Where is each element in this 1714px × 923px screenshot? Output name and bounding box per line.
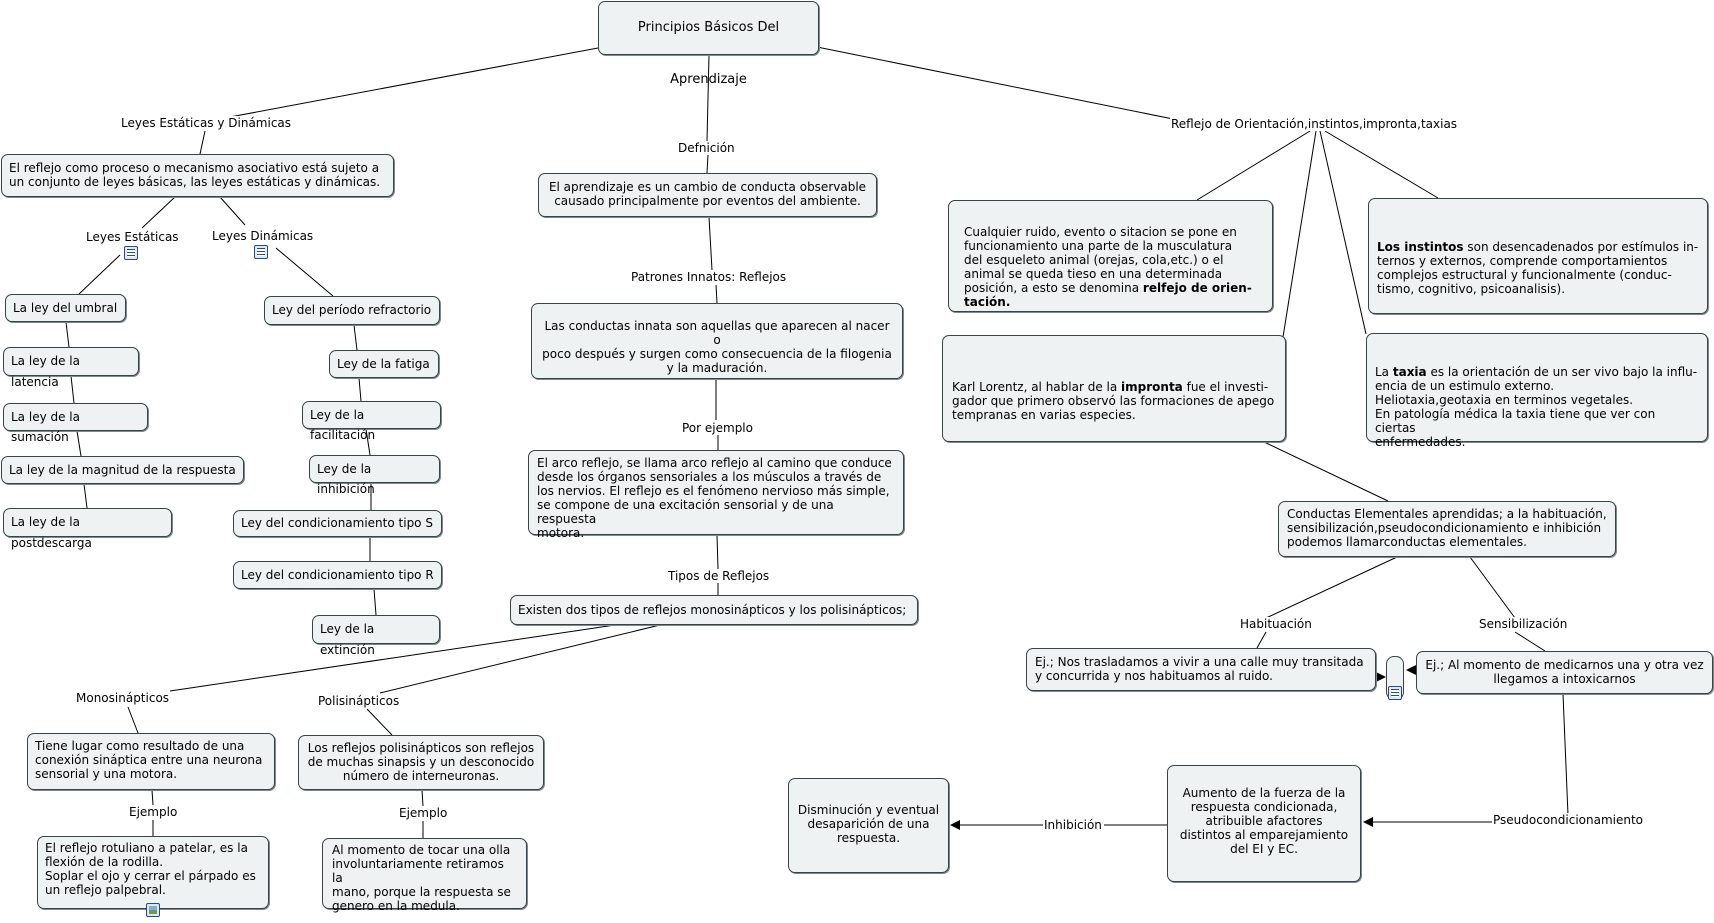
label-ejemplo-mono: Ejemplo: [128, 805, 179, 819]
sensibilizacion-example-node[interactable]: Ej.; Al momento de medicarnos una y otra…: [1416, 651, 1713, 694]
label-polisinapticos: Polisinápticos: [317, 694, 401, 708]
conductas-elementales-node[interactable]: Conductas Elementales aprendidas; a la h…: [1278, 501, 1616, 557]
note-icon[interactable]: [124, 246, 138, 260]
habituacion-example-node[interactable]: Ej.; Nos trasladamos a vivir a una calle…: [1026, 648, 1376, 691]
definicion-node[interactable]: El aprendizaje es un cambio de conducta …: [538, 173, 877, 217]
reflejo-rotuliano-node[interactable]: El reflejo rotuliano a patelar, es la fl…: [37, 836, 269, 909]
lorenz-text-b: fue el investi- gador que primero observ…: [952, 380, 1275, 422]
label-habituacion: Habituación: [1239, 617, 1313, 631]
lorenz-text-a: Karl Lorentz, al hablar de la: [952, 380, 1122, 394]
label-definicion: Defnición: [677, 141, 736, 155]
label-monosinapticos: Monosinápticos: [75, 691, 171, 705]
label-por-ejemplo: Por ejemplo: [681, 421, 754, 435]
root-node[interactable]: Principios Básicos Del Aprendizaje: [598, 1, 819, 87]
instintos-term: Los instintos: [1377, 240, 1464, 254]
olla-example-node[interactable]: Al momento de tocar una olla involuntari…: [322, 838, 527, 913]
label-tipos-reflejos: Tipos de Reflejos: [667, 569, 771, 583]
ley-fatiga-node[interactable]: Ley de la fatiga: [329, 350, 439, 378]
ley-condicionamiento-s-node[interactable]: Ley del condicionamiento tipo S: [233, 510, 442, 537]
conductas-innatas-node[interactable]: Las conductas innata son aquellas que ap…: [531, 303, 903, 379]
aumento-node[interactable]: Aumento de la fuerza de la respuesta con…: [1167, 765, 1361, 882]
taxia-text-b: es la orientación de un ser vivo bajo la…: [1375, 365, 1698, 449]
impronta-node[interactable]: Karl Lorentz, al hablar de la impronta f…: [942, 335, 1286, 442]
dos-tipos-node[interactable]: Existen dos tipos de reflejos monosinápt…: [510, 595, 918, 625]
taxia-term: taxia: [1392, 365, 1427, 379]
ley-condicionamiento-r-node[interactable]: Ley del condicionamiento tipo R: [233, 561, 442, 589]
label-leyes-dinamicas: Leyes Dinámicas: [211, 229, 315, 243]
label-reflejo-orientacion: Reflejo de Orientación,instintos,impront…: [1170, 117, 1459, 131]
polisinaptico-node[interactable]: Los reflejos polisinápticos son reflejos…: [298, 735, 544, 790]
leyes-description-node[interactable]: El reflejo como proceso o mecanismo asoc…: [1, 154, 394, 197]
reflejo-orientacion-node[interactable]: Cualquier ruido, evento o sitacion se po…: [948, 200, 1273, 312]
label-inhibicion: Inhibición: [1043, 818, 1103, 832]
label-patrones-innatos: Patrones Innatos: Reflejos: [630, 270, 788, 284]
ley-facilitacion-node[interactable]: Ley de la facilitación: [302, 401, 441, 442]
ley-magnitud-node[interactable]: La ley de la magnitud de la respuesta: [1, 456, 244, 484]
label-pseudocondicionamiento: Pseudocondicionamiento: [1492, 813, 1645, 827]
arco-reflejo-node[interactable]: El arco reflejo, se llama arco reflejo a…: [528, 450, 904, 540]
note-icon[interactable]: [254, 245, 268, 259]
disminucion-node[interactable]: Disminución y eventual desaparición de u…: [788, 778, 949, 873]
instintos-node[interactable]: Los instintos son desencadenados por est…: [1368, 198, 1708, 314]
ley-latencia-node[interactable]: La ley de la latencia: [3, 347, 139, 389]
ley-sumacion-node[interactable]: La ley de la sumación: [3, 403, 148, 444]
label-leyes-estaticas: Leyes Estáticas: [85, 230, 180, 244]
instintos-text: son desencadenados por estímulos in- ter…: [1377, 240, 1699, 296]
ley-inhibicion-node[interactable]: Ley de la inhibición: [309, 455, 440, 496]
monosinaptico-node[interactable]: Tiene lugar como resultado de una conexi…: [27, 733, 275, 790]
label-ejemplo-poli: Ejemplo: [398, 806, 449, 820]
image-icon[interactable]: [146, 903, 160, 917]
note-icon[interactable]: [1388, 686, 1402, 700]
ley-umbral-node[interactable]: La ley del umbral: [5, 294, 126, 322]
ley-periodo-refractorio-node[interactable]: Ley del período refractorio: [264, 296, 440, 325]
ley-postdescarga-node[interactable]: La ley de la postdescarga: [3, 508, 172, 550]
impronta-term: impronta: [1121, 380, 1183, 394]
relfejo-orientacion-term: relfejo de orien- tación.: [964, 281, 1252, 309]
taxia-node[interactable]: La taxia es la orientación de un ser viv…: [1366, 333, 1708, 449]
ruido-text: Cualquier ruido, evento o sitacion se po…: [964, 225, 1237, 295]
ley-extincion-node[interactable]: Ley de la extinción: [312, 615, 440, 657]
label-leyes-estaticas-dinamicas: Leyes Estáticas y Dinámicas: [120, 116, 293, 130]
taxia-text-a: La: [1375, 365, 1393, 379]
label-sensibilizacion: Sensibilización: [1478, 617, 1569, 631]
